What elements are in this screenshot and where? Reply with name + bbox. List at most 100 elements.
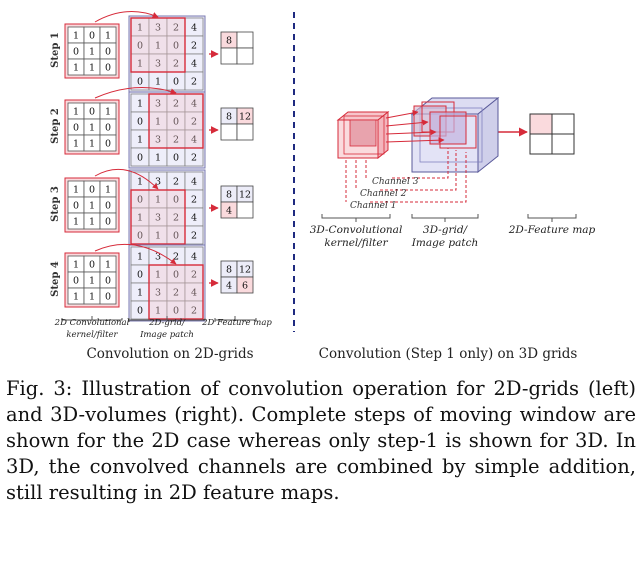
grid-value: 0: [137, 306, 143, 317]
channel-3-label: Channel 3: [372, 177, 419, 187]
grid-2d-label-2: Image patch: [139, 330, 194, 340]
step-label: Step 2: [50, 108, 61, 144]
feature-map-value: 8: [226, 112, 232, 123]
kernel-value: 1: [73, 185, 79, 196]
kernel-2d-label-2: kernel/filter: [66, 330, 118, 340]
image-volume-3d: [410, 96, 500, 174]
grid-value: 0: [173, 306, 179, 317]
grid-value: 2: [191, 306, 197, 317]
kernel-value: 0: [105, 201, 111, 212]
kernel-value: 1: [89, 292, 95, 303]
grid-value: 1: [155, 77, 161, 88]
grid-value: 0: [137, 270, 143, 281]
grid-3d-label-2: Image patch: [411, 237, 478, 249]
kernel-cell: [99, 134, 117, 152]
kernel-value: 0: [105, 292, 111, 303]
panel-3d: Channel 3 Channel 2 Channel 1 3D-Convolu…: [310, 96, 596, 362]
grid-value: 0: [137, 77, 143, 88]
grid-value: 4: [191, 135, 197, 146]
kernel-brace: [61, 316, 123, 322]
grid-value: 0: [173, 270, 179, 281]
feature-map-cell: [220, 123, 238, 141]
grid-value: 1: [155, 195, 161, 206]
grid-value: 4: [191, 177, 197, 188]
kernel-3d: [336, 110, 390, 160]
grid-value: 0: [173, 153, 179, 164]
kernel-value: 1: [105, 185, 111, 196]
map-2d-label: 2D Feature map: [201, 318, 272, 328]
grid-value: 1: [137, 177, 143, 188]
kernel-2d-label-1: 2D Convolutional: [54, 318, 130, 328]
kernel-value: 0: [73, 123, 79, 134]
kernel-value: 1: [73, 217, 79, 228]
title-2d: Convolution on 2D-grids: [86, 346, 253, 362]
grid-brace: [128, 316, 206, 322]
grid-value: 0: [137, 195, 143, 206]
moving-window: [148, 264, 204, 320]
kernel-value: 0: [73, 201, 79, 212]
kernel-to-window-arrow: [94, 87, 177, 99]
feature-map-value: 4: [226, 281, 232, 292]
grid-value: 2: [173, 252, 179, 263]
kernel-value: 1: [89, 201, 95, 212]
grid-value: 2: [191, 231, 197, 242]
grid-value: 4: [191, 59, 197, 70]
grid-value: 2: [191, 41, 197, 52]
feature-map-3d: [498, 113, 575, 155]
kernel-value: 1: [73, 31, 79, 42]
feature-map-cell: [236, 31, 254, 49]
feature-map-cell: [236, 201, 254, 219]
kernel-value: 0: [105, 139, 111, 150]
grid-value: 4: [191, 213, 197, 224]
feature-map-cell: [220, 47, 238, 65]
kernel-3d-label-2: kernel/filter: [324, 237, 388, 249]
kernel-value: 1: [89, 123, 95, 134]
feature-map-cell: [236, 276, 254, 294]
grid-2d-label-1: 2D-grid/: [148, 318, 186, 328]
grid-cell: [184, 71, 204, 91]
figure-caption: Fig. 3: Illustration of convolution oper…: [6, 377, 636, 504]
kernel-value: 1: [105, 107, 111, 118]
grid-value: 0: [137, 41, 143, 52]
grid-value: 2: [173, 23, 179, 34]
grid-value: 1: [137, 23, 143, 34]
grid-value: 2: [191, 195, 197, 206]
grid-value: 2: [173, 135, 179, 146]
kernel-cell: [99, 212, 117, 230]
grid-value: 0: [173, 117, 179, 128]
kernel-value: 0: [105, 47, 111, 58]
grid-value: 0: [173, 77, 179, 88]
grid-value: 3: [155, 213, 161, 224]
feature-map-value: 8: [226, 190, 232, 201]
grid-value: 1: [137, 59, 143, 70]
kernel-value: 0: [105, 276, 111, 287]
grid-3d-label-1: 3D-grid/: [423, 224, 469, 236]
grid-value: 3: [155, 135, 161, 146]
feature-map-2d: 8 12: [220, 107, 254, 141]
grid-value: 2: [173, 213, 179, 224]
grid-value: 4: [191, 99, 197, 110]
grid-value: 4: [191, 288, 197, 299]
grid-value: 2: [173, 59, 179, 70]
grid-value: 2: [191, 270, 197, 281]
kernel-value: 1: [73, 107, 79, 118]
channel-1-label: Channel 1: [350, 201, 396, 211]
grid-value: 2: [191, 117, 197, 128]
kernel-to-window-arrow: [94, 11, 159, 23]
moving-window: [148, 93, 204, 149]
feature-map-value: 8: [226, 265, 232, 276]
feature-map-value: 12: [239, 112, 251, 123]
grid-value: 3: [155, 99, 161, 110]
kernel-to-volume-arrows: [385, 110, 445, 144]
grid-value: 0: [173, 195, 179, 206]
kernel-value: 1: [89, 47, 95, 58]
grid-value: 3: [155, 59, 161, 70]
grid-value: 4: [191, 252, 197, 263]
